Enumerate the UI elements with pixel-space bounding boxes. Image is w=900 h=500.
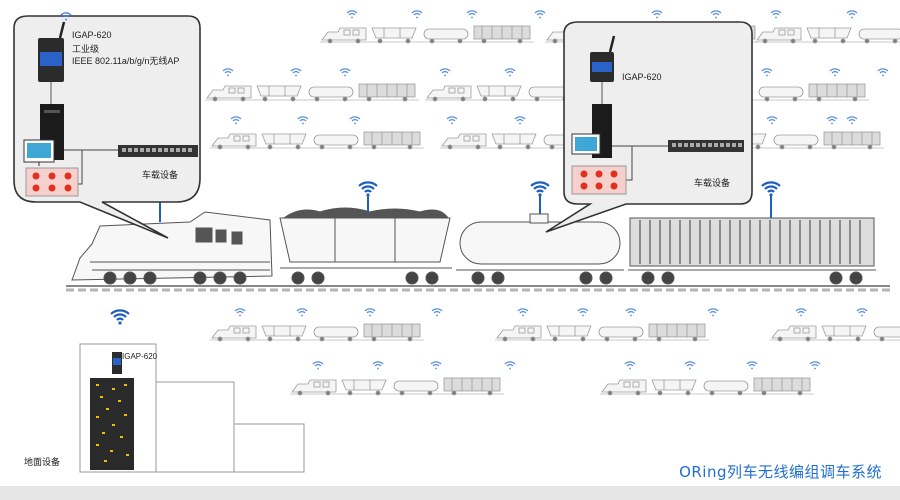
rail-track [66, 285, 890, 292]
ap-device-icon [38, 12, 72, 82]
callout-right-model: IGAP-620 [622, 72, 662, 82]
computer-monitor-icon [571, 133, 601, 155]
switch-icon [668, 140, 744, 152]
callout-left-onboard-label: 车载设备 [142, 170, 179, 180]
ground-station [79, 309, 305, 473]
bottom-strip [0, 486, 900, 500]
computer-monitor-icon [23, 139, 55, 166]
indicator-panel-icon [25, 167, 79, 197]
callout-right-onboard-label: 车载设备 [694, 178, 731, 188]
callout-left-grade: 工业级 [72, 44, 100, 54]
diagram-title: ORing列车无线编组调车系统 [679, 463, 882, 481]
callout-right [545, 21, 753, 233]
callout-left [13, 12, 201, 239]
switch-icon [118, 145, 198, 157]
ground-label: 地面设备 [24, 457, 61, 467]
server-cabinet-icon [90, 378, 134, 470]
hopper-car-icon [279, 207, 452, 285]
ground-model: IGAP-620 [122, 352, 158, 361]
indicator-panel-icon [571, 165, 627, 195]
callout-left-model: IGAP-620 [72, 30, 112, 40]
tank-car-icon [456, 213, 624, 285]
locomotive-icon [71, 211, 273, 285]
ap-device-icon [590, 35, 616, 82]
boxcar-icon [628, 217, 876, 285]
callout-left-standard: IEEE 802.11a/b/g/n无线AP [72, 56, 180, 66]
main-train [71, 207, 876, 285]
ap-device-icon [112, 352, 122, 374]
background-trains [204, 10, 900, 396]
